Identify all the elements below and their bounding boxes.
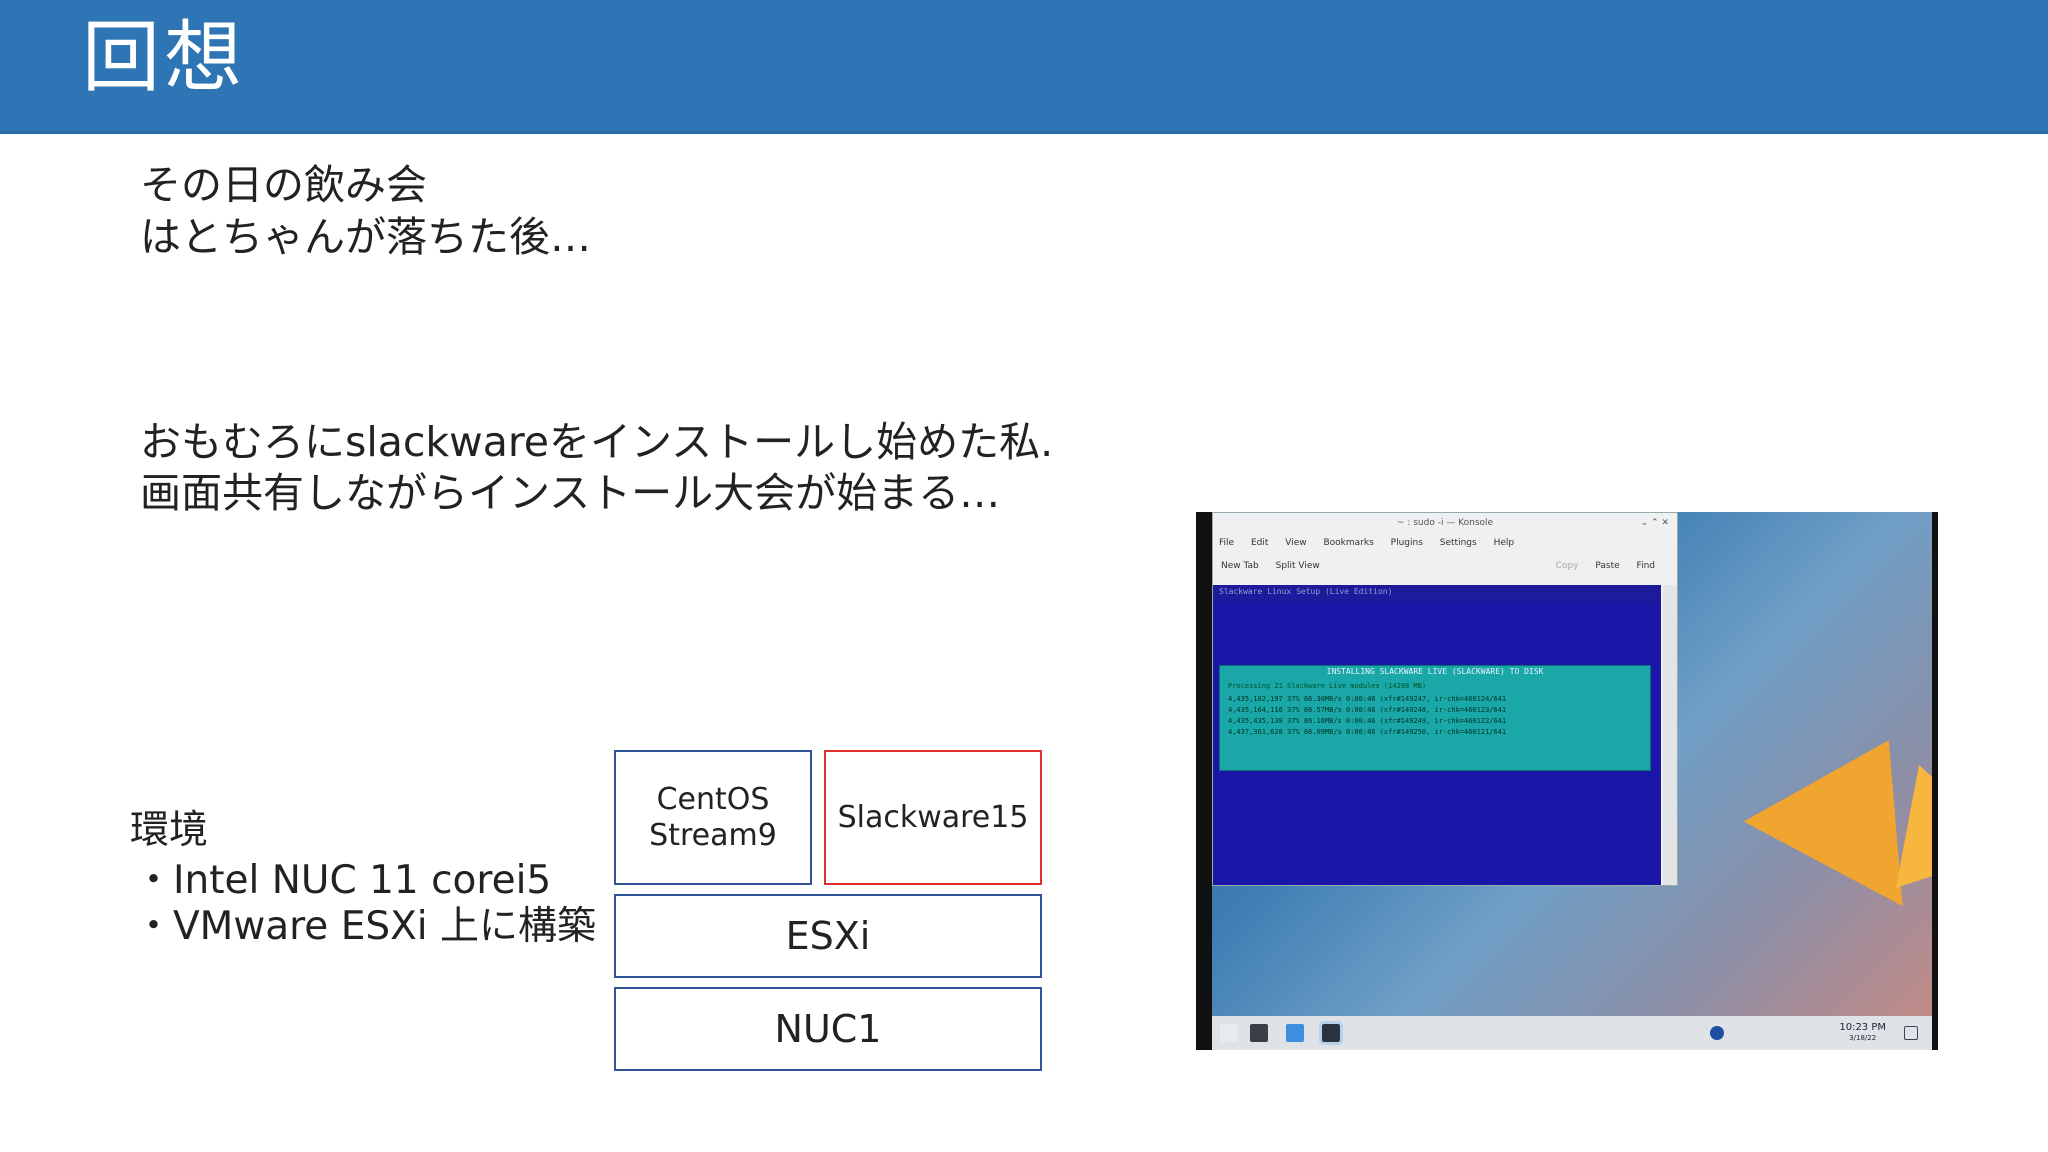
split-view-button: Split View bbox=[1275, 561, 1320, 571]
slide-title: 回想 bbox=[82, 13, 247, 103]
title-bar: 回想 bbox=[0, 0, 2048, 134]
terminal-icon bbox=[1250, 1024, 1268, 1042]
install-dialog-text: Processing 21 Slackware Live modules (14… bbox=[1228, 682, 1427, 690]
host-box: NUC1 bbox=[614, 987, 1042, 1071]
menu-settings: Settings bbox=[1439, 538, 1477, 548]
window-controls-icon: ⌄ ⌃ ✕ bbox=[1640, 518, 1669, 528]
menu-view: View bbox=[1285, 538, 1307, 548]
env-item-esxi: ・VMware ESXi 上に構築 bbox=[134, 904, 597, 949]
install-line-1: おもむろにslackwareをインストールし始めた私. bbox=[140, 418, 1054, 466]
konsole-task-icon bbox=[1319, 1021, 1343, 1045]
taskbar: 10:23 PM 3/18/22 bbox=[1212, 1016, 1932, 1050]
hypervisor-label: ESXi bbox=[785, 914, 871, 958]
find-button: Find bbox=[1636, 561, 1655, 571]
app-launcher-icon bbox=[1220, 1024, 1238, 1042]
intro-line-2: はとちゃんが落ちた後… bbox=[140, 213, 591, 261]
clock-time: 10:23 PM bbox=[1839, 1022, 1886, 1033]
show-desktop-icon bbox=[1904, 1026, 1918, 1040]
progress-rows: 4,435,102,197 37% 86.30MB/s 0:00:46 (xfr… bbox=[1228, 694, 1642, 738]
folder-icon bbox=[1286, 1024, 1304, 1042]
menu-bookmarks: Bookmarks bbox=[1323, 538, 1374, 548]
menu-plugins: Plugins bbox=[1390, 538, 1423, 548]
konsole-titlebar: ~ : sudo -i — Konsole ⌄ ⌃ ✕ bbox=[1213, 513, 1677, 533]
env-heading: 環境 bbox=[130, 808, 209, 853]
konsole-title: ~ : sudo -i — Konsole bbox=[1396, 518, 1494, 528]
vm-slackware-label: Slackware15 bbox=[837, 800, 1029, 835]
vm-centos-label-2: Stream9 bbox=[649, 817, 777, 853]
install-line-2: 画面共有しながらインストール大会が始まる… bbox=[140, 469, 1001, 517]
konsole-window: ~ : sudo -i — Konsole ⌄ ⌃ ✕ File Edit Vi… bbox=[1212, 512, 1678, 886]
vm-slackware-box: Slackware15 bbox=[824, 750, 1042, 885]
konsole-toolbar: New Tab Split View Copy Paste Find bbox=[1213, 553, 1677, 579]
progress-row: 4,435,164,116 37% 86.57MB/s 0:00:46 (xfr… bbox=[1228, 706, 1507, 714]
vm-centos-box: CentOS Stream9 bbox=[614, 750, 812, 885]
install-dialog: INSTALLING SLACKWARE LIVE (SLACKWARE) TO… bbox=[1219, 665, 1651, 771]
terminal-area: Slackware Linux Setup (Live Edition) INS… bbox=[1213, 585, 1661, 885]
menu-help: Help bbox=[1493, 538, 1515, 548]
hp-icon bbox=[1710, 1026, 1724, 1040]
intro-line-1: その日の飲み会 bbox=[140, 161, 427, 209]
env-item-cpu: ・Intel NUC 11 corei5 bbox=[134, 858, 552, 903]
progress-row: 4,437,361,628 37% 86.09MB/s 0:00:46 (xfr… bbox=[1228, 728, 1507, 736]
install-dialog-title: INSTALLING SLACKWARE LIVE (SLACKWARE) TO… bbox=[1326, 667, 1544, 676]
copy-button: Copy bbox=[1555, 561, 1579, 571]
screen-border bbox=[1932, 512, 1938, 1050]
new-tab-button: New Tab bbox=[1221, 561, 1259, 571]
install-screenshot: ~ : sudo -i — Konsole ⌄ ⌃ ✕ File Edit Vi… bbox=[1196, 512, 1938, 1050]
clock-date: 3/18/22 bbox=[1849, 1034, 1877, 1042]
screen-border bbox=[1196, 512, 1212, 1050]
progress-row: 4,435,102,197 37% 86.30MB/s 0:00:46 (xfr… bbox=[1228, 695, 1507, 703]
konsole-menubar: File Edit View Bookmarks Plugins Setting… bbox=[1213, 533, 1677, 553]
menu-file: File bbox=[1219, 538, 1235, 548]
paste-button: Paste bbox=[1595, 561, 1620, 571]
clock: 10:23 PM 3/18/22 bbox=[1839, 1023, 1886, 1043]
menu-edit: Edit bbox=[1250, 538, 1269, 548]
terminal-scrollbar bbox=[1663, 585, 1677, 885]
vm-centos-label-1: CentOS bbox=[656, 781, 770, 817]
host-label: NUC1 bbox=[774, 1007, 882, 1051]
hypervisor-box: ESXi bbox=[614, 894, 1042, 978]
progress-row: 4,435,435,138 37% 86.16MB/s 0:00:46 (xfr… bbox=[1228, 717, 1507, 725]
setup-header: Slackware Linux Setup (Live Edition) bbox=[1213, 585, 1661, 603]
